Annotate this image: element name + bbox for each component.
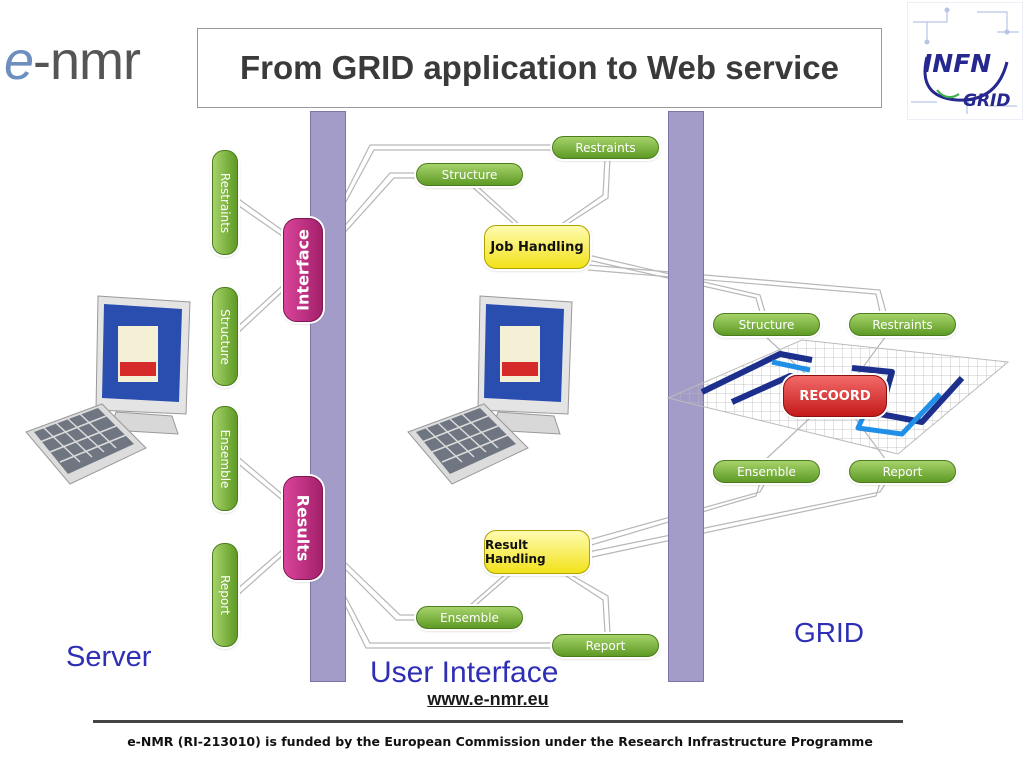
grid-label: GRID [794,617,864,648]
footer-divider [93,720,903,723]
ui-restraints-pill[interactable]: Restraints [552,136,659,159]
server-structure-pill[interactable]: Structure [212,287,238,386]
server-restraints-pill[interactable]: Restraints [212,150,238,255]
svg-text:GRID: GRID [963,91,1010,111]
ui-computer-image [407,295,573,485]
title-box: From GRID application to Web service [197,28,882,108]
user-interface-label: User Interface [370,656,559,689]
ui-report-pill[interactable]: Report [552,634,659,657]
recoord-box[interactable]: RECOORD [783,375,887,417]
page-title: From GRID application to Web service [239,49,839,86]
grid-restraints-pill[interactable]: Restraints [849,313,956,336]
interface-pill[interactable]: Interface [283,218,323,322]
svg-text:INFN: INFN [923,49,991,78]
funding-footer: e-NMR (RI-213010) is funded by the Europ… [127,734,873,749]
server-label: Server [66,641,152,673]
server-ensemble-pill[interactable]: Ensemble [212,406,238,511]
website-link[interactable]: www.e-nmr.eu [427,689,549,709]
infn-grid-logo: INFN GRID [907,2,1023,120]
ui-structure-pill[interactable]: Structure [416,163,523,186]
server-report-pill[interactable]: Report [212,543,238,647]
grid-report-pill[interactable]: Report [849,460,956,483]
e-nmr-logo: e-nmr [4,31,141,91]
grid-structure-pill[interactable]: Structure [713,313,820,336]
server-computer-image [25,295,191,485]
job-handling-box[interactable]: Job Handling [484,225,590,269]
grid-ensemble-pill[interactable]: Ensemble [713,460,820,483]
result-handling-box[interactable]: Result Handling [484,530,590,574]
ui-ensemble-pill[interactable]: Ensemble [416,606,523,629]
results-pill[interactable]: Results [283,476,323,580]
server-ui-divider [310,111,346,682]
